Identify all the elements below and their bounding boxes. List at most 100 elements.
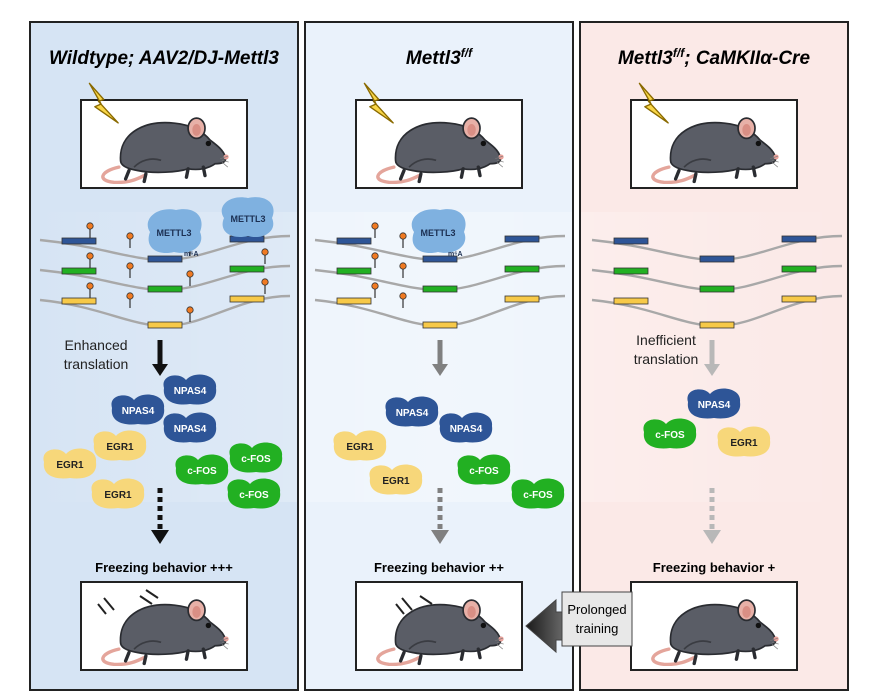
protein-label: c-FOS [469, 466, 499, 477]
panel-title-wildtype: Wildtype; AAV2/DJ-Mettl3 [49, 48, 279, 69]
protein-label: EGR1 [346, 442, 374, 453]
mettl3-complex-wildtype-2: METTL3 [221, 197, 274, 238]
orf-block [147, 285, 183, 293]
mettl3-complex-wildtype-1: METTL3 m⁶A [147, 209, 202, 258]
arrow-label-inefficient: Inefficient [636, 332, 696, 348]
protein-label: NPAS4 [698, 400, 731, 411]
m6a-mark-icon [261, 278, 269, 286]
mettl3-complex-mettl3ff: METTL3 m⁶A [411, 209, 466, 258]
stimulus-mouse-cre [630, 82, 798, 189]
m6a-mark-icon [399, 292, 407, 300]
protein-label: EGR1 [106, 442, 134, 453]
protein-cfos: c-FOS [175, 454, 229, 485]
m6a-mark-icon [126, 232, 134, 240]
panel-title-mettl3ff: Mettl3f/f [406, 46, 473, 69]
protein-cfos: c-FOS [457, 454, 511, 485]
protein-egr1: EGR1 [91, 478, 145, 509]
panel-cre-border [579, 21, 849, 691]
m6a-mark-icon [86, 222, 94, 230]
orf-block [422, 285, 458, 293]
protein-egr1: EGR1 [93, 430, 147, 461]
protein-cfos: c-FOS [229, 442, 283, 473]
mrna-transcripts [39, 218, 843, 329]
protein-label: NPAS4 [174, 386, 207, 397]
tremble-lines-icon [97, 589, 159, 615]
protein-label: c-FOS [239, 490, 269, 501]
protein-cfos: c-FOS [643, 418, 697, 449]
m6a-label: m⁶A [184, 251, 199, 258]
mettl3-label: METTL3 [157, 228, 192, 238]
protein-label: EGR1 [730, 438, 758, 449]
orf-block [504, 295, 540, 303]
panel-title-cre: Mettl3f/f; CaMKIIα-Cre [618, 46, 810, 69]
m6a-mark-icon [186, 270, 194, 278]
orf-block [336, 237, 372, 245]
protein-label: EGR1 [104, 490, 132, 501]
orf-block [147, 321, 183, 329]
protein-label: NPAS4 [450, 424, 483, 435]
orf-block [699, 321, 735, 329]
protein-egr1: EGR1 [333, 430, 387, 461]
protein-label: EGR1 [56, 460, 84, 471]
orf-block [229, 265, 265, 273]
freezing-mouse-mettl3ff [355, 581, 523, 671]
arrow-label-translation: translation [634, 351, 699, 367]
orf-block [61, 297, 97, 305]
protein-label: c-FOS [241, 454, 271, 465]
m6a-mark-icon [126, 262, 134, 270]
orf-block [613, 267, 649, 275]
behavior-label-cre: Freezing behavior + [653, 560, 776, 575]
dashed-arrow-wildtype [151, 488, 169, 544]
m6a-mark-icon [399, 262, 407, 270]
protein-npas4: NPAS4 [163, 412, 217, 443]
protein-egr1: EGR1 [369, 464, 423, 495]
protein-npas4: NPAS4 [385, 396, 439, 427]
orf-block [61, 237, 97, 245]
protein-npas4: NPAS4 [439, 412, 493, 443]
orf-block [229, 295, 265, 303]
orf-block [422, 321, 458, 329]
orf-block [504, 235, 540, 243]
protein-label: NPAS4 [174, 424, 207, 435]
stimulus-mouse-wildtype [80, 82, 248, 189]
orf-block [229, 235, 265, 243]
freezing-mouse-wildtype [80, 581, 248, 671]
orf-block [61, 267, 97, 275]
m6a-mark-icon [126, 292, 134, 300]
protein-cfos: c-FOS [227, 478, 281, 509]
orf-block [699, 285, 735, 293]
dashed-arrow-mettl3ff [431, 488, 449, 544]
stimulus-mouse-mettl3ff [355, 82, 523, 189]
protein-cfos: c-FOS [511, 478, 565, 509]
orf-block [613, 237, 649, 245]
protein-egr1: EGR1 [43, 448, 97, 479]
freezing-mouse-cre [630, 581, 798, 671]
protein-npas4: NPAS4 [163, 374, 217, 405]
dashed-arrow-cre [703, 488, 721, 544]
protein-products: NPAS4NPAS4NPAS4EGR1EGR1EGR1c-FOSc-FOSc-F… [43, 374, 771, 509]
translation-arrow-mettl3ff [432, 340, 448, 376]
mettl3-label: METTL3 [231, 214, 266, 224]
protein-label: EGR1 [382, 476, 410, 487]
translation-arrow-cre [704, 340, 720, 376]
m6a-mark-icon [86, 282, 94, 290]
m6a-mark-icon [399, 232, 407, 240]
m6a-mark-icon [186, 306, 194, 314]
m6a-mark-icon [371, 222, 379, 230]
orf-block [422, 255, 458, 263]
orf-block [147, 255, 183, 263]
orf-block [781, 235, 817, 243]
panel-wildtype-border [29, 21, 299, 691]
orf-block [336, 297, 372, 305]
m6a-mark-icon [371, 252, 379, 260]
protein-label: NPAS4 [122, 406, 155, 417]
orf-block [504, 265, 540, 273]
protein-label: c-FOS [523, 490, 553, 501]
behavior-label-wildtype: Freezing behavior +++ [95, 560, 233, 575]
orf-block [699, 255, 735, 263]
orf-block [781, 265, 817, 273]
prolonged-training-arrow: Prolonged training [525, 591, 633, 654]
translation-arrow-wildtype [152, 340, 168, 376]
